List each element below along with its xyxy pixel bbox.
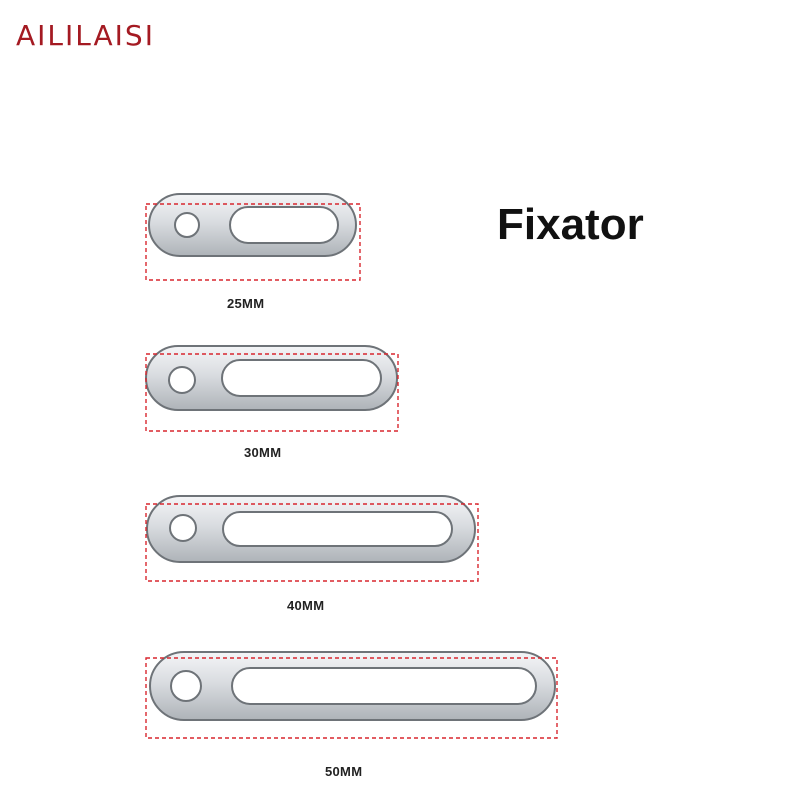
measure-frame-25mm [145, 203, 361, 281]
fixator-plate-30mm [140, 342, 405, 442]
product-title: Fixator [497, 200, 644, 249]
fixator-plate-25mm [140, 188, 370, 288]
size-label-30mm: 30MM [244, 445, 282, 460]
brand-logo-text: AILILAISI [16, 19, 155, 52]
measure-frame-50mm [145, 657, 558, 739]
measure-frame-30mm [145, 353, 399, 432]
size-label-25mm: 25MM [227, 296, 265, 311]
size-label-50mm: 50MM [325, 764, 363, 779]
measure-frame-40mm [145, 503, 479, 582]
fixator-plate-50mm [140, 648, 565, 748]
size-label-40mm: 40MM [287, 598, 325, 613]
fixator-plate-40mm [140, 492, 485, 592]
